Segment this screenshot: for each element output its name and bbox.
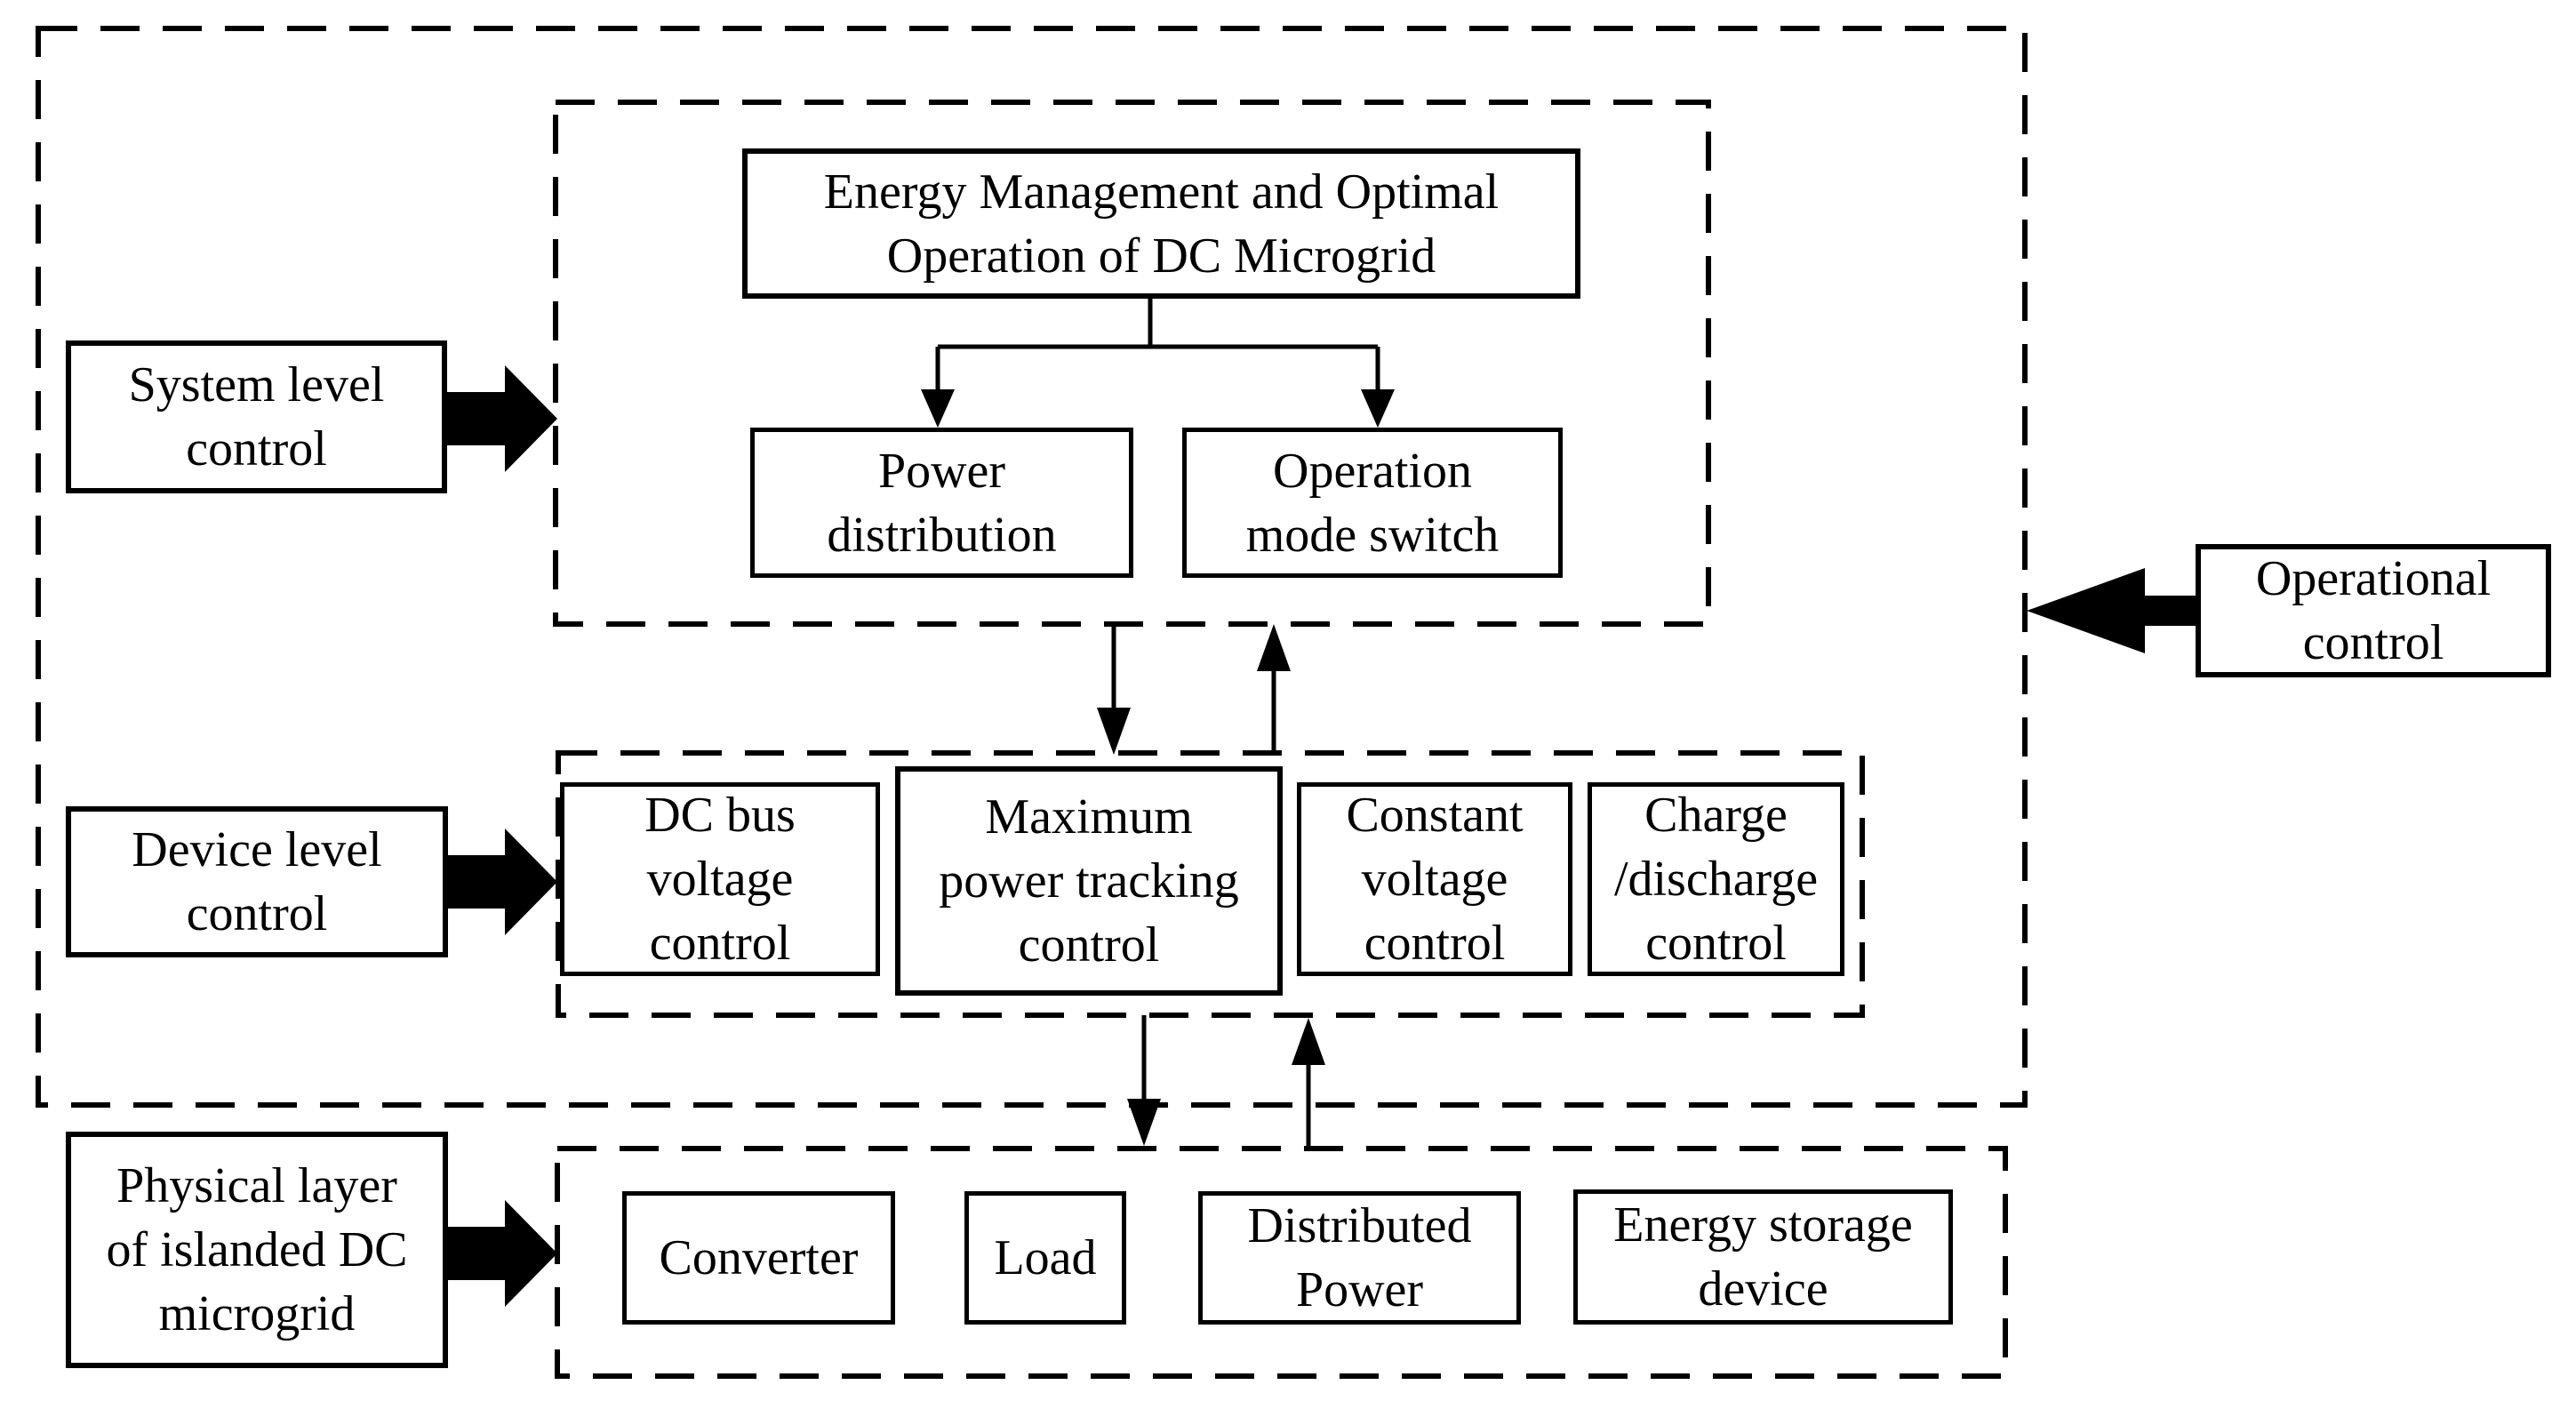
- physical-layer-block-arrow-icon: [447, 1200, 557, 1307]
- device-level-control-box: Device level control: [66, 806, 448, 957]
- converter-box: Converter: [622, 1191, 895, 1325]
- physical-layer-label-box: Physical layer of islanded DC microgrid: [66, 1132, 448, 1368]
- load-box: Load: [964, 1191, 1126, 1325]
- em-to-power-distribution-arrowhead: [921, 389, 955, 428]
- outer-control-boundary-dashed: [36, 26, 2028, 1108]
- physical-to-device-up-arrowhead: [1292, 1018, 1325, 1065]
- device-layer-boundary-dashed: [556, 750, 1865, 1018]
- dc-bus-voltage-control-box: DC bus voltage control: [560, 782, 880, 976]
- distributed-power-box: Distributed Power: [1198, 1191, 1521, 1325]
- power-distribution-box: Power distribution: [750, 428, 1133, 578]
- constant-voltage-control-box: Constant voltage control: [1297, 782, 1572, 976]
- physical-layer-boundary-dashed: [555, 1146, 2008, 1379]
- operation-mode-switch-box: Operation mode switch: [1182, 428, 1563, 578]
- max-power-tracking-control-box: Maximum power tracking control: [895, 766, 1283, 996]
- device-to-physical-down-arrowhead: [1127, 1099, 1161, 1146]
- system-level-block-arrow-icon: [447, 365, 557, 472]
- em-to-operation-mode-switch-arrowhead: [1361, 389, 1395, 428]
- em-tree-connector-line: [935, 299, 1380, 391]
- device-level-block-arrow-icon: [447, 829, 557, 935]
- system-layer-boundary-dashed: [553, 100, 1711, 627]
- system-level-control-box: System level control: [66, 340, 447, 493]
- operational-control-box: Operational control: [2196, 544, 2551, 677]
- energy-storage-device-box: Energy storage device: [1573, 1189, 1953, 1325]
- charge-discharge-control-box: Charge /discharge control: [1588, 782, 1844, 976]
- operational-control-block-arrow-icon: [2027, 568, 2197, 653]
- device-to-system-up-arrowhead: [1257, 624, 1291, 671]
- energy-management-box: Energy Management and Optimal Operation …: [742, 148, 1580, 299]
- system-to-device-down-arrowhead: [1097, 708, 1131, 755]
